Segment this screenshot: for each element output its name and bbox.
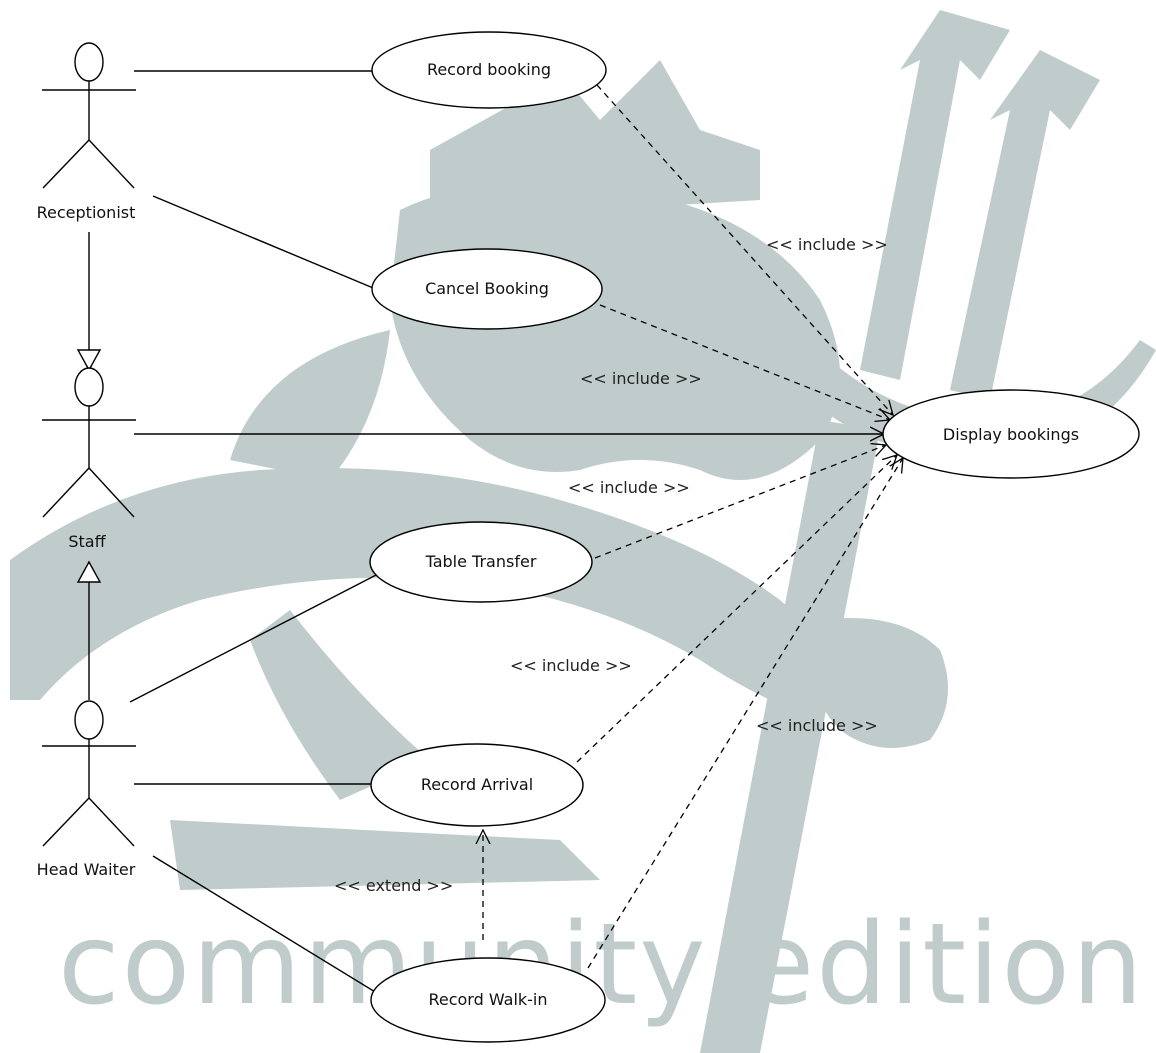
include-label-1: << include >>	[766, 235, 888, 254]
generalization-headwaiter-staff-head	[76, 560, 102, 583]
usecase-cancel-booking[interactable]: Cancel Booking	[371, 248, 603, 330]
usecase-table-transfer[interactable]: Table Transfer	[369, 521, 593, 603]
usecase-record-booking-label: Record booking	[427, 60, 551, 79]
actor-head-waiter-label: Head Waiter	[37, 860, 136, 879]
include-label-5: << include >>	[756, 716, 878, 735]
extend-label: << extend >>	[334, 876, 453, 895]
actor-staff[interactable]	[42, 367, 136, 518]
include-label-3: << include >>	[568, 478, 690, 497]
watermark-mascot	[10, 10, 1156, 1053]
actor-receptionist[interactable]	[42, 42, 136, 189]
usecase-record-walkin-label: Record Walk-in	[428, 990, 547, 1009]
generalizations	[76, 232, 102, 700]
include-label-4: << include >>	[510, 656, 632, 675]
assoc-headwaiter-table-transfer	[129, 572, 381, 703]
assoc-headwaiter-record-walkin	[152, 855, 386, 999]
generalization-receptionist-staff-head	[76, 349, 102, 372]
assoc-receptionist-cancel-booking	[152, 195, 379, 291]
usecase-display-bookings[interactable]: Display bookings	[882, 389, 1140, 479]
usecase-record-booking[interactable]: Record booking	[371, 31, 607, 109]
actor-receptionist-label: Receptionist	[37, 203, 136, 222]
usecase-display-bookings-label: Display bookings	[943, 425, 1079, 444]
include-cancel-booking	[599, 304, 890, 420]
include-record-booking	[596, 84, 893, 415]
associations	[129, 70, 884, 999]
usecase-table-transfer-label: Table Transfer	[425, 552, 537, 571]
dependencies	[483, 84, 903, 969]
include-record-arrival	[576, 455, 897, 763]
include-record-walkin	[587, 458, 903, 969]
actor-head-waiter[interactable]	[42, 700, 136, 847]
include-table-transfer	[594, 445, 886, 559]
usecase-record-walkin[interactable]: Record Walk-in	[370, 957, 606, 1043]
usecase-cancel-booking-label: Cancel Booking	[425, 279, 549, 298]
usecase-record-arrival[interactable]: Record Arrival	[370, 743, 584, 827]
actor-staff-label: Staff	[68, 532, 106, 551]
include-label-2: << include >>	[580, 369, 702, 388]
usecase-record-arrival-label: Record Arrival	[421, 775, 533, 794]
